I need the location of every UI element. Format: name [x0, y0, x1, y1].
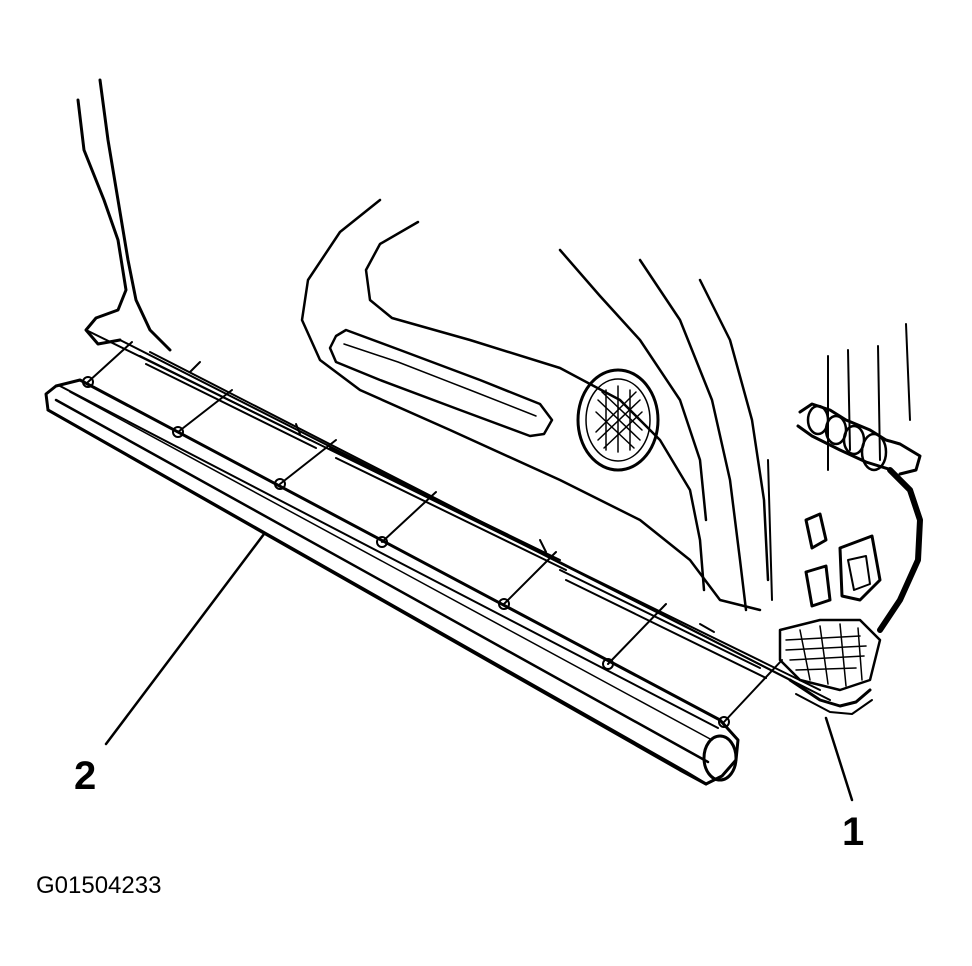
clip: [376, 536, 388, 548]
clip: [718, 716, 730, 728]
clip: [172, 426, 184, 438]
leader-line-1: [824, 716, 854, 802]
door-panel: [300, 198, 770, 612]
leader-lines: [104, 532, 854, 802]
clip: [274, 478, 286, 490]
vehicle-body: [76, 78, 873, 715]
body-flange-slots: [139, 355, 767, 679]
clip: [82, 376, 94, 388]
callout-1: 1: [842, 810, 865, 854]
rocker-molding: [44, 378, 740, 786]
clip: [498, 598, 510, 610]
door-hinge-assembly: [778, 402, 923, 692]
callout-2: 2: [74, 754, 97, 798]
fuel-door-hatch: [595, 385, 643, 453]
leader-line-2: [104, 532, 266, 746]
clip: [602, 658, 614, 670]
door-edge: [767, 323, 911, 601]
clip-alignment-lines: [82, 341, 783, 728]
figure-id: G01504233: [36, 872, 162, 899]
